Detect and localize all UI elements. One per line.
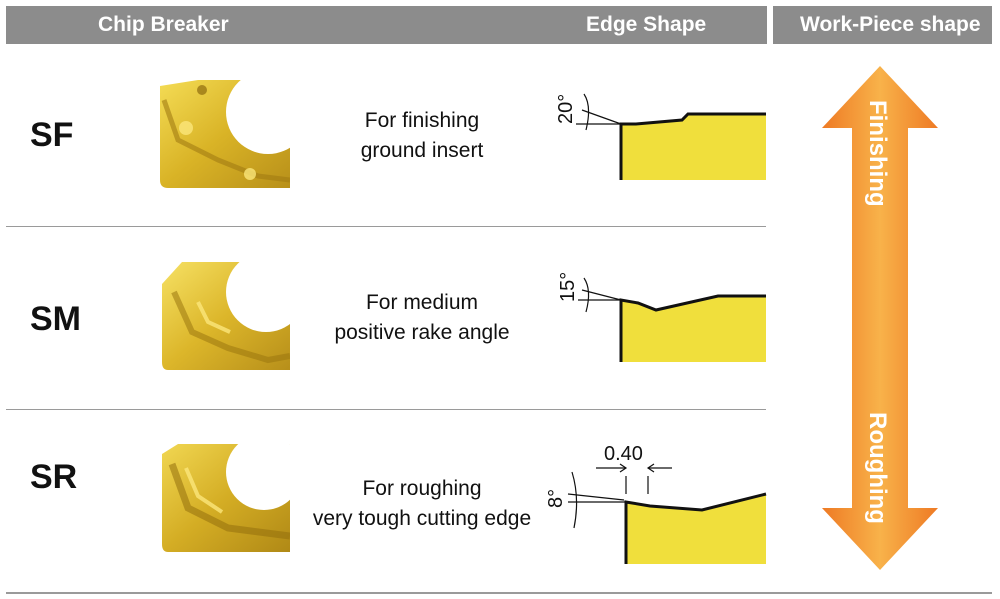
row-divider (6, 409, 766, 410)
edge-shape-sf: 20° (555, 93, 766, 180)
edge-shape-sm: 15° (557, 272, 766, 362)
angle-label-sr: 8° (545, 489, 567, 508)
insert-image-sm (162, 262, 290, 370)
land-label-sr: 0.40 (604, 443, 643, 465)
angle-label-sm: 15° (557, 272, 579, 302)
description-line1-sm: For medium (365, 291, 479, 314)
row-code-sf: SF (30, 116, 74, 154)
header-separator (767, 6, 773, 44)
description-line2-sr: very tough cutting edge (312, 507, 532, 530)
row-divider (6, 226, 766, 227)
finishing-label: Finishing (864, 100, 891, 207)
description-line1-sr: For roughing (362, 477, 482, 500)
row-code-sm: SM (30, 300, 81, 338)
description-line1-sf: For finishing (364, 109, 480, 132)
insert-image-sr (162, 444, 290, 552)
edge-shape-sr: 0.40 8° (545, 443, 767, 564)
table-header: Chip Breaker Edge Shape Work-Piece shape (6, 6, 992, 44)
edge-shape-header: Edge Shape (586, 13, 707, 36)
row-code-sr: SR (30, 458, 78, 496)
insert-image-sf (160, 80, 290, 188)
work-piece-shape-header: Work-Piece shape (800, 13, 981, 36)
angle-label-sf: 20° (555, 94, 577, 124)
finishing-roughing-arrow: Finishing Roughing (822, 66, 938, 570)
description-line2-sf: ground insert (360, 139, 484, 162)
table-bottom-line (6, 592, 992, 594)
description-line2-sm: positive rake angle (334, 321, 510, 344)
roughing-label: Roughing (864, 412, 891, 524)
chip-breaker-header: Chip Breaker (98, 13, 229, 36)
